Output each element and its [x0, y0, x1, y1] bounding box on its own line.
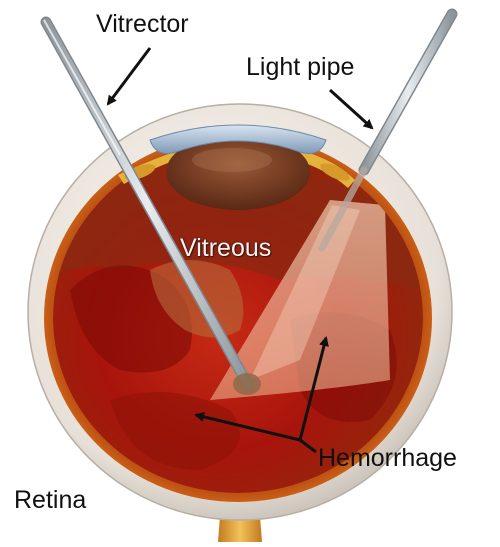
hemorrhage-label: Hemorrhage [318, 446, 457, 471]
light-pipe-arrow [330, 90, 372, 128]
light-pipe-label: Light pipe [246, 55, 354, 80]
vitreous-label: Vitreous [180, 236, 271, 261]
vitrector-arrow [108, 48, 150, 104]
vitrector-label: Vitrector [96, 12, 189, 37]
retina-label: Retina [14, 488, 86, 513]
